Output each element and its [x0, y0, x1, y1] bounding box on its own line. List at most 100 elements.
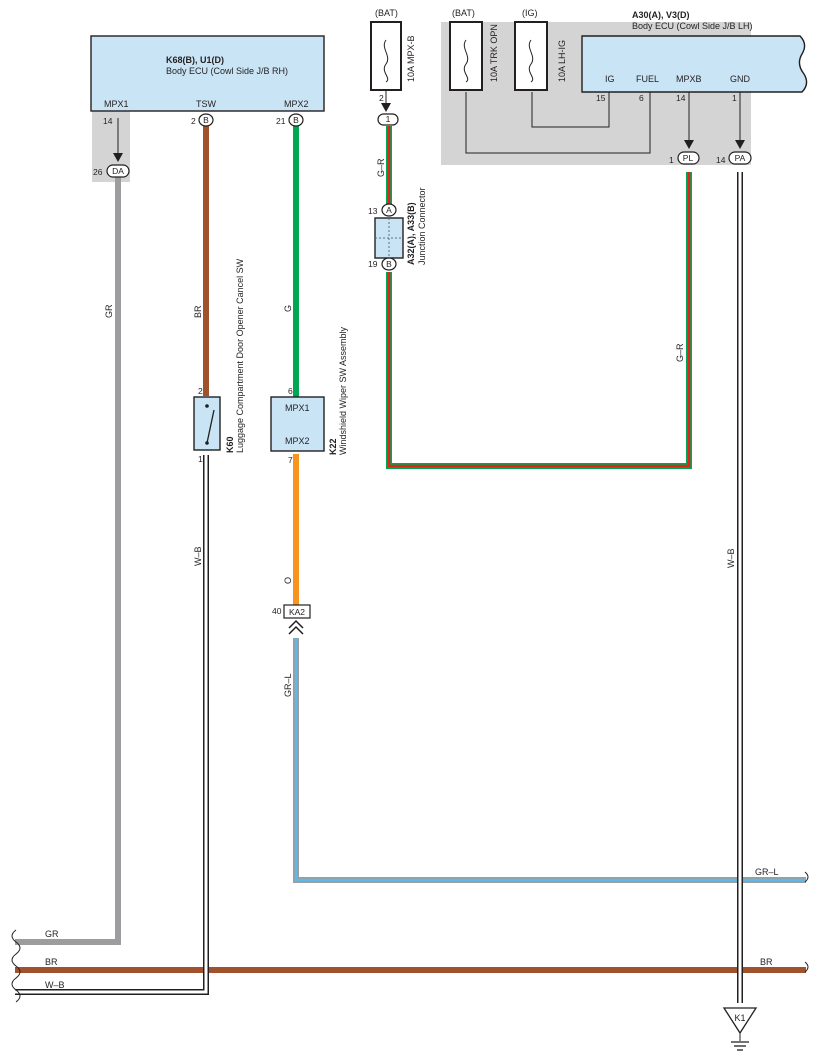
body-ecu-lh-code: A30(A), V3(D) — [632, 10, 690, 20]
wire-label-wb-left: W–B — [45, 980, 65, 990]
ka2-chevron-icon — [288, 619, 304, 635]
fuse-out-connector-label: 1 — [386, 114, 391, 124]
da-arrow — [113, 153, 123, 162]
wiper-pin-top: 6 — [288, 386, 293, 396]
ground-triangle — [722, 1007, 758, 1035]
switch-code: K60 — [225, 436, 235, 453]
wire-g-r-loop-inner — [387, 172, 691, 468]
ka2-label: KA2 — [289, 607, 305, 617]
wire-label-g-vertical: G — [283, 305, 293, 312]
fuse-lh-ig-name: 10A LH-IG — [557, 40, 567, 82]
wire-gr-l-inner — [294, 638, 806, 882]
switch-lever — [206, 409, 215, 444]
ecu-lh-pin-label-ig: IG — [605, 74, 615, 84]
pa-connector — [728, 151, 752, 165]
wiper-box — [270, 396, 325, 452]
fuse-out-pin: 2 — [379, 93, 384, 103]
wire-label-br-vertical: BR — [193, 305, 203, 318]
wiper-term-mpx1: MPX1 — [285, 403, 310, 413]
junction-pin-top: 13 — [368, 206, 378, 216]
ka2-connector — [283, 604, 311, 619]
pl-connector — [677, 151, 700, 165]
ground-label: K1 — [734, 1013, 745, 1023]
fuse-trk-opn-icon — [463, 39, 469, 83]
wire-label-br-right: BR — [760, 957, 773, 967]
pa-arrow — [735, 140, 745, 149]
wiper-term-mpx2: MPX2 — [285, 436, 310, 446]
wire-label-gr-vertical: GR — [104, 304, 114, 318]
da-connector-label: DA — [112, 166, 124, 176]
junction-conn-top — [381, 203, 397, 217]
wire-wb-left-outer — [15, 455, 209, 995]
fuse-trk-opn-name: 10A TRK OPN — [489, 24, 499, 82]
da-connector-num: 26 — [93, 167, 103, 177]
fuse-trk-opn-box — [449, 21, 483, 91]
ecu-lh-pin-label-mpxb: MPXB — [676, 74, 702, 84]
ecu-rh-pin-label-tsw: TSW — [196, 99, 217, 109]
junction-conn-bottom-label: B — [386, 259, 392, 269]
junction-code: A32(A), A33(B) — [406, 202, 416, 265]
tsw-connector-oval — [198, 113, 214, 127]
ecu-lh-pin-num-gnd: 1 — [732, 93, 737, 103]
ecu-rh-pin-num-tsw: 2 — [191, 116, 196, 126]
wire-gr-l-outer — [293, 638, 806, 883]
ecu-lh-pin-num-fuel: 6 — [639, 93, 644, 103]
wire-label-br-left: BR — [45, 957, 58, 967]
fuse-lh-ig-box — [514, 21, 548, 91]
fuse-out-arrow — [381, 103, 391, 112]
switch-name: Luggage Compartment Door Opener Cancel S… — [235, 258, 245, 453]
ecu-rh-pin-label-mpx1: MPX1 — [104, 99, 129, 109]
wire-label-o: O — [283, 577, 293, 584]
body-ecu-rh-code: K68(B), U1(D) — [166, 55, 224, 65]
mpx2-connector-label: B — [293, 115, 299, 125]
wire-label-wb-switch: W–B — [193, 546, 203, 566]
fuse-out-connector — [377, 113, 399, 126]
fuse-mpxb-name: 10A MPX-B — [406, 35, 416, 82]
switch-contact-top — [205, 404, 209, 408]
wire-label-gr-left: GR — [45, 929, 59, 939]
junction-pin-bottom: 19 — [368, 259, 378, 269]
pa-connector-label: PA — [735, 153, 746, 163]
ecu-lh-pin-label-fuel: FUEL — [636, 74, 659, 84]
wire-label-gr-l-vertical: GR–L — [283, 673, 293, 697]
pa-connector-num: 14 — [716, 155, 726, 165]
harness-break-left — [11, 929, 21, 1003]
fuse-trk-opn-source: (BAT) — [452, 8, 475, 18]
switch-pin-top: 2 — [198, 386, 203, 396]
body-ecu-rh-box — [90, 35, 325, 112]
body-ecu-rh-name: Body ECU (Cowl Side J/B RH) — [166, 66, 288, 76]
ecu-lh-fuel-internal-line — [465, 92, 651, 154]
harness-break-right — [804, 871, 809, 973]
wiper-code: K22 — [328, 438, 338, 455]
ecu-lh-pin-num-mpxb: 14 — [676, 93, 686, 103]
pl-connector-label: PL — [683, 153, 694, 163]
body-ecu-lh-name: Body ECU (Cowl Side J/B LH) — [632, 21, 753, 31]
ecu-lh-ig-internal-line — [531, 92, 610, 128]
fuse-mpxb-icon — [383, 39, 389, 83]
ecu-lh-pin-label-gnd: GND — [730, 74, 751, 84]
ecu-rh-pin-num-mpx2: 21 — [276, 116, 286, 126]
junction-conn-bottom — [381, 257, 397, 271]
fuse-lh-ig-icon — [528, 39, 534, 83]
switch-contact-bottom — [205, 441, 209, 445]
ecu-lh-pin-num-ig: 15 — [596, 93, 606, 103]
wiper-pin-bottom: 7 — [288, 455, 293, 465]
wire-label-wb-gnd: W–B — [726, 548, 736, 568]
body-ecu-lh-box — [581, 35, 808, 93]
wire-label-g-r-top: G–R — [376, 158, 386, 177]
junction-name: Junction Connector — [417, 187, 427, 265]
wire-gr — [15, 176, 121, 945]
pl-connector-num: 1 — [669, 155, 674, 165]
fuse-lh-ig-source: (IG) — [522, 8, 538, 18]
ka2-num: 40 — [272, 606, 282, 616]
switch-pin-bottom: 1 — [198, 454, 203, 464]
pl-arrow — [684, 140, 694, 149]
ecu-rh-pin-label-mpx2: MPX2 — [284, 99, 309, 109]
wiper-name: Windshield Wiper SW Assembly — [338, 326, 348, 455]
wire-label-g-r-right: G–R — [675, 343, 685, 362]
da-connector — [106, 164, 130, 178]
wire-g-r-loop-outer — [386, 172, 692, 469]
fuse-mpxb-box — [370, 21, 402, 91]
wire-wb-left-inner — [15, 455, 208, 994]
